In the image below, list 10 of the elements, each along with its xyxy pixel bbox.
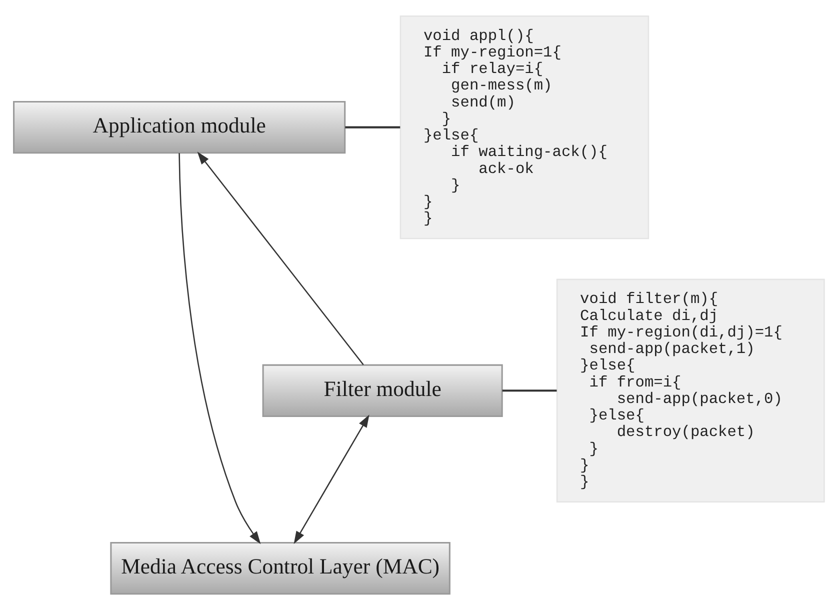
connector: [502, 389, 557, 392]
arrow: [178, 152, 261, 544]
connector: [345, 126, 400, 128]
node-box: Filter module: [262, 364, 503, 416]
arrow: [197, 151, 364, 365]
node-box: void filter(m){ Calculate di,dj If my-region(di,dj)=1{ send-app(packet,1) }else{ if from=i{ send-app(packet,0) }else{ destroy(packet) } } }: [556, 278, 825, 502]
arrow: [294, 414, 370, 544]
node-box: Media Access Control Layer (MAC): [110, 541, 450, 594]
node-box: void appl(){ If my-region=1{ if relay=i{ gen-mess(m) send(m) } }else{ if waiting-ack(){ ack-ok } } }: [400, 14, 650, 239]
node-box: Application module: [13, 100, 346, 154]
